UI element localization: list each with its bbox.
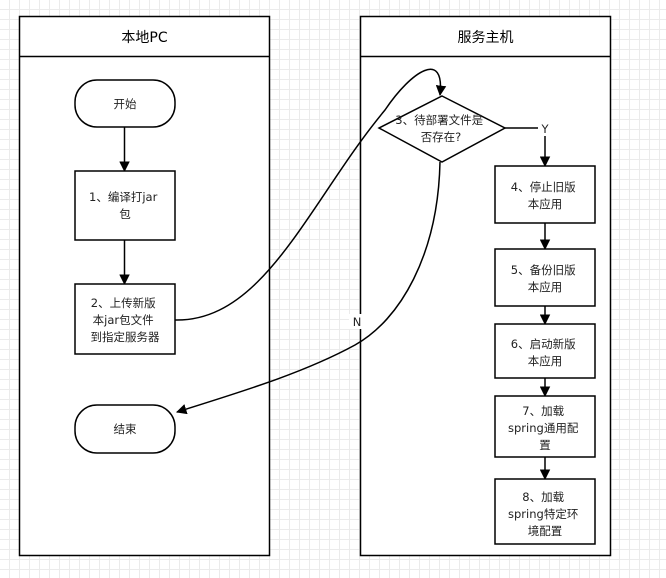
node-step1-label: 1、编译打jar 包 xyxy=(89,190,161,221)
edge-label-yes: Y xyxy=(538,121,552,136)
node-step6-label: 6、启动新版 本应用 xyxy=(511,337,579,368)
edge-label-no: N xyxy=(349,314,365,329)
edge-label-yes-text: Y xyxy=(540,122,549,136)
node-step8-label: 8、加载 spring特定环 境配置 xyxy=(508,490,582,538)
edge-label-no-text: N xyxy=(353,315,362,329)
node-step1: 1、编译打jar 包 xyxy=(74,170,176,241)
node-step8: 8、加载 spring特定环 境配置 xyxy=(494,478,596,545)
node-step3-label: 3、待部署文件是 否存在? xyxy=(395,113,486,144)
node-step4-label: 4、停止旧版 本应用 xyxy=(511,180,579,211)
node-step7: 7、加载 spring通用配 置 xyxy=(494,395,596,458)
node-step4: 4、停止旧版 本应用 xyxy=(494,165,596,224)
node-end: 结束 xyxy=(74,404,176,454)
edge-step3-no-to-end xyxy=(176,161,441,415)
node-step5: 5、备份旧版 本应用 xyxy=(494,248,596,307)
node-step3-decision: 3、待部署文件是 否存在? xyxy=(377,95,507,163)
edges xyxy=(119,68,551,481)
node-step2-label: 2、上传新版 本jar包文件 到指定服务器 xyxy=(91,296,160,344)
node-step7-label: 7、加载 spring通用配 置 xyxy=(508,404,582,452)
node-end-label: 结束 xyxy=(114,422,137,436)
edge-step2-to-step3 xyxy=(174,68,447,321)
node-step6: 6、启动新版 本应用 xyxy=(494,323,596,379)
lane-server-host-title: 服务主机 xyxy=(458,30,514,46)
node-start: 开始 xyxy=(74,79,176,128)
node-step5-label: 5、备份旧版 本应用 xyxy=(511,263,579,294)
node-step2: 2、上传新版 本jar包文件 到指定服务器 xyxy=(74,283,176,355)
lane-local-pc-title: 本地PC xyxy=(121,30,167,46)
node-start-label: 开始 xyxy=(114,97,137,111)
